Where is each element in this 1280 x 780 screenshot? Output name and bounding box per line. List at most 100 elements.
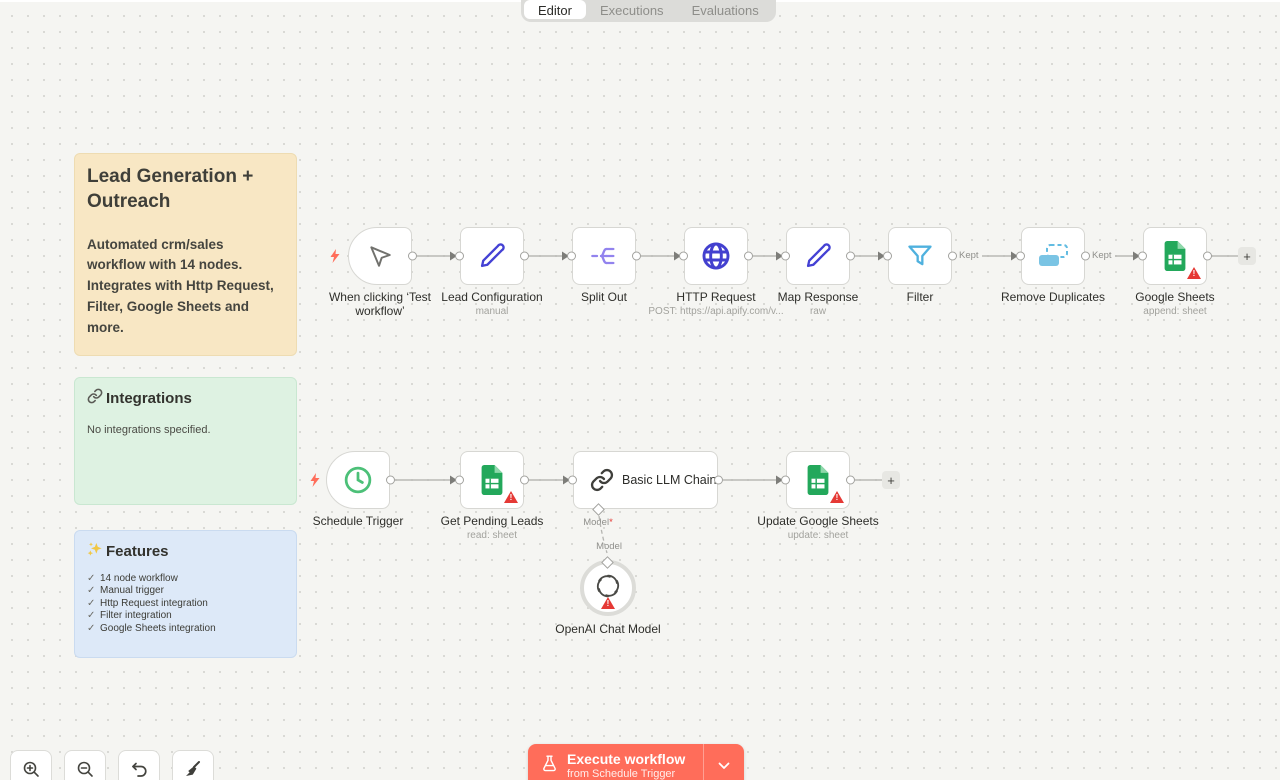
input-port[interactable] <box>1016 251 1025 261</box>
node-lead-configuration[interactable]: Lead Configuration manual <box>441 227 543 317</box>
undo-button[interactable] <box>118 750 160 780</box>
node-label: Lead Configuration <box>441 290 543 304</box>
google-sheets-icon <box>787 452 849 508</box>
output-port[interactable] <box>386 475 395 485</box>
output-port[interactable] <box>520 475 529 485</box>
trigger-bolt-icon <box>309 473 321 492</box>
clock-icon <box>327 452 389 508</box>
node-label: OpenAI Chat Model <box>555 622 661 636</box>
tab-executions[interactable]: Executions <box>599 2 664 18</box>
node-subtitle: raw <box>809 306 827 318</box>
tab-evaluations[interactable]: Evaluations <box>691 2 759 18</box>
remove-duplicates-icon <box>1022 228 1084 284</box>
sticky-title: Lead Generation + Outreach <box>87 166 254 213</box>
flask-icon <box>542 755 557 777</box>
execute-options-chevron[interactable] <box>703 744 744 780</box>
input-port[interactable] <box>455 251 464 261</box>
node-subtitle: append: sheet <box>1143 306 1207 318</box>
node-subtitle: read: sheet <box>466 530 518 542</box>
execute-workflow-button[interactable]: Execute workflow from Schedule Trigger <box>528 744 703 780</box>
feature-item: 14 node workflow <box>87 573 284 586</box>
google-sheets-icon <box>461 452 523 508</box>
output-port[interactable] <box>744 251 753 261</box>
node-manual-trigger[interactable]: When clicking ‘Test workflow’ <box>329 227 431 318</box>
mouse-pointer-icon <box>349 228 411 284</box>
model-port-label: Model* <box>583 517 613 528</box>
add-node-button[interactable]: + <box>1238 247 1256 265</box>
google-sheets-icon <box>1144 228 1206 284</box>
node-openai-chat-model[interactable]: OpenAI Chat Model <box>555 556 661 636</box>
node-label: Basic LLM Chain <box>622 473 717 487</box>
chevron-down-icon <box>718 757 730 775</box>
node-google-sheets[interactable]: Google Sheets append: sheet <box>1135 227 1215 317</box>
output-port[interactable] <box>632 251 641 261</box>
input-port[interactable] <box>455 475 464 485</box>
features-list: 14 node workflow Manual trigger Http Req… <box>87 573 284 635</box>
sticky-title: Features <box>106 542 169 560</box>
node-get-pending-leads[interactable]: Get Pending Leads read: sheet <box>441 451 543 541</box>
sticky-note-integrations[interactable]: Integrations No integrations specified. <box>74 377 297 505</box>
node-label: Filter <box>906 290 934 304</box>
node-label: HTTP Request <box>676 290 756 304</box>
input-port[interactable] <box>781 475 790 485</box>
node-filter[interactable]: Filter <box>883 227 957 304</box>
input-port[interactable] <box>568 475 577 485</box>
globe-icon <box>685 228 747 284</box>
feature-item: Filter integration <box>87 610 284 623</box>
node-subtitle: POST: https://api.apify.com/v... <box>648 306 784 318</box>
zoom-in-button[interactable] <box>10 750 52 780</box>
node-split-out[interactable]: Split Out <box>567 227 641 304</box>
node-http-request[interactable]: HTTP Request POST: https://api.apify.com… <box>648 227 784 317</box>
feature-item: Google Sheets integration <box>87 623 284 636</box>
feature-item: Manual trigger <box>87 585 284 598</box>
node-subtitle: update: sheet <box>787 530 849 542</box>
output-port[interactable] <box>520 251 529 261</box>
sparkles-icon <box>87 541 103 561</box>
sticky-title: Integrations <box>106 389 192 407</box>
input-port[interactable] <box>567 251 576 261</box>
execute-title: Execute workflow <box>567 751 686 768</box>
model-link-label: Model <box>586 541 632 552</box>
split-out-icon <box>573 228 635 284</box>
output-port[interactable] <box>948 251 957 261</box>
connection-label-kept: Kept <box>958 250 980 261</box>
output-port[interactable] <box>846 251 855 261</box>
node-label: Get Pending Leads <box>440 514 544 528</box>
node-label: Google Sheets <box>1135 290 1215 304</box>
link-icon <box>87 388 103 408</box>
execute-subtitle: from Schedule Trigger <box>567 768 676 780</box>
required-mark: * <box>609 517 613 528</box>
input-port[interactable] <box>1138 251 1147 261</box>
output-port[interactable] <box>714 475 723 485</box>
sticky-note-overview[interactable]: Lead Generation + Outreach Automated crm… <box>74 153 297 356</box>
tidy-up-button[interactable] <box>172 750 214 780</box>
view-tab-bar: Editor Executions Evaluations <box>521 0 776 22</box>
chain-link-icon <box>590 468 614 492</box>
node-basic-llm-chain[interactable]: Basic LLM Chain <box>568 451 723 516</box>
sticky-body: No integrations specified. <box>87 424 211 436</box>
output-port[interactable] <box>1081 251 1090 261</box>
input-port[interactable] <box>781 251 790 261</box>
input-port[interactable] <box>883 251 892 261</box>
zoom-out-button[interactable] <box>64 750 106 780</box>
output-port[interactable] <box>846 475 855 485</box>
output-port[interactable] <box>1203 251 1212 261</box>
node-label: Update Google Sheets <box>757 514 879 528</box>
trigger-bolt-icon <box>329 249 341 268</box>
node-label: Remove Duplicates <box>1000 290 1106 304</box>
tab-editor[interactable]: Editor <box>524 0 586 19</box>
node-update-google-sheets[interactable]: Update Google Sheets update: sheet <box>757 451 879 541</box>
filter-funnel-icon <box>889 228 951 284</box>
output-port[interactable] <box>408 251 417 261</box>
execute-workflow-split-button: Execute workflow from Schedule Trigger <box>528 744 745 780</box>
sticky-body: Automated crm/sales workflow with 14 nod… <box>87 236 274 336</box>
sticky-note-features[interactable]: Features 14 node workflow Manual trigger… <box>74 530 297 658</box>
node-schedule-trigger[interactable]: Schedule Trigger <box>313 451 403 528</box>
add-node-button[interactable]: + <box>882 471 900 489</box>
node-remove-duplicates[interactable]: Remove Duplicates <box>1001 227 1105 304</box>
node-label: Schedule Trigger <box>312 514 404 528</box>
input-port[interactable] <box>679 251 688 261</box>
node-label: When clicking ‘Test workflow’ <box>328 290 432 319</box>
node-map-response[interactable]: Map Response raw <box>778 227 858 317</box>
